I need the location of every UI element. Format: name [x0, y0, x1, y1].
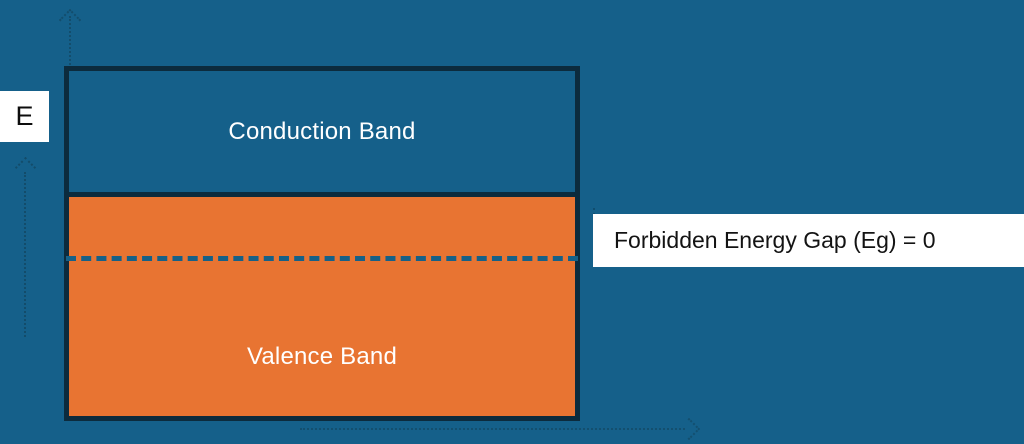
conduction-band-label: Conduction Band	[228, 117, 416, 145]
vertical-axis-line	[69, 16, 71, 68]
band-structure-box: Conduction Band Valence Band	[64, 66, 580, 421]
horizontal-axis-line	[300, 428, 685, 430]
valence-band-region: Valence Band	[69, 197, 575, 416]
horizontal-axis-arrow-icon	[677, 417, 701, 441]
conduction-band-region: Conduction Band	[69, 71, 575, 197]
forbidden-gap-callout: Forbidden Energy Gap (Eg) = 0	[593, 214, 1024, 267]
energy-direction-arrow-line	[24, 172, 26, 337]
energy-axis-label-text: E	[15, 101, 34, 131]
forbidden-gap-dashed-line	[66, 256, 578, 261]
forbidden-gap-callout-text: Forbidden Energy Gap (Eg) = 0	[614, 227, 936, 253]
valence-band-label-wrap: Valence Band	[69, 343, 575, 371]
callout-tick-icon	[593, 208, 600, 215]
energy-axis-label: E	[0, 91, 49, 142]
valence-band-label: Valence Band	[246, 343, 398, 370]
